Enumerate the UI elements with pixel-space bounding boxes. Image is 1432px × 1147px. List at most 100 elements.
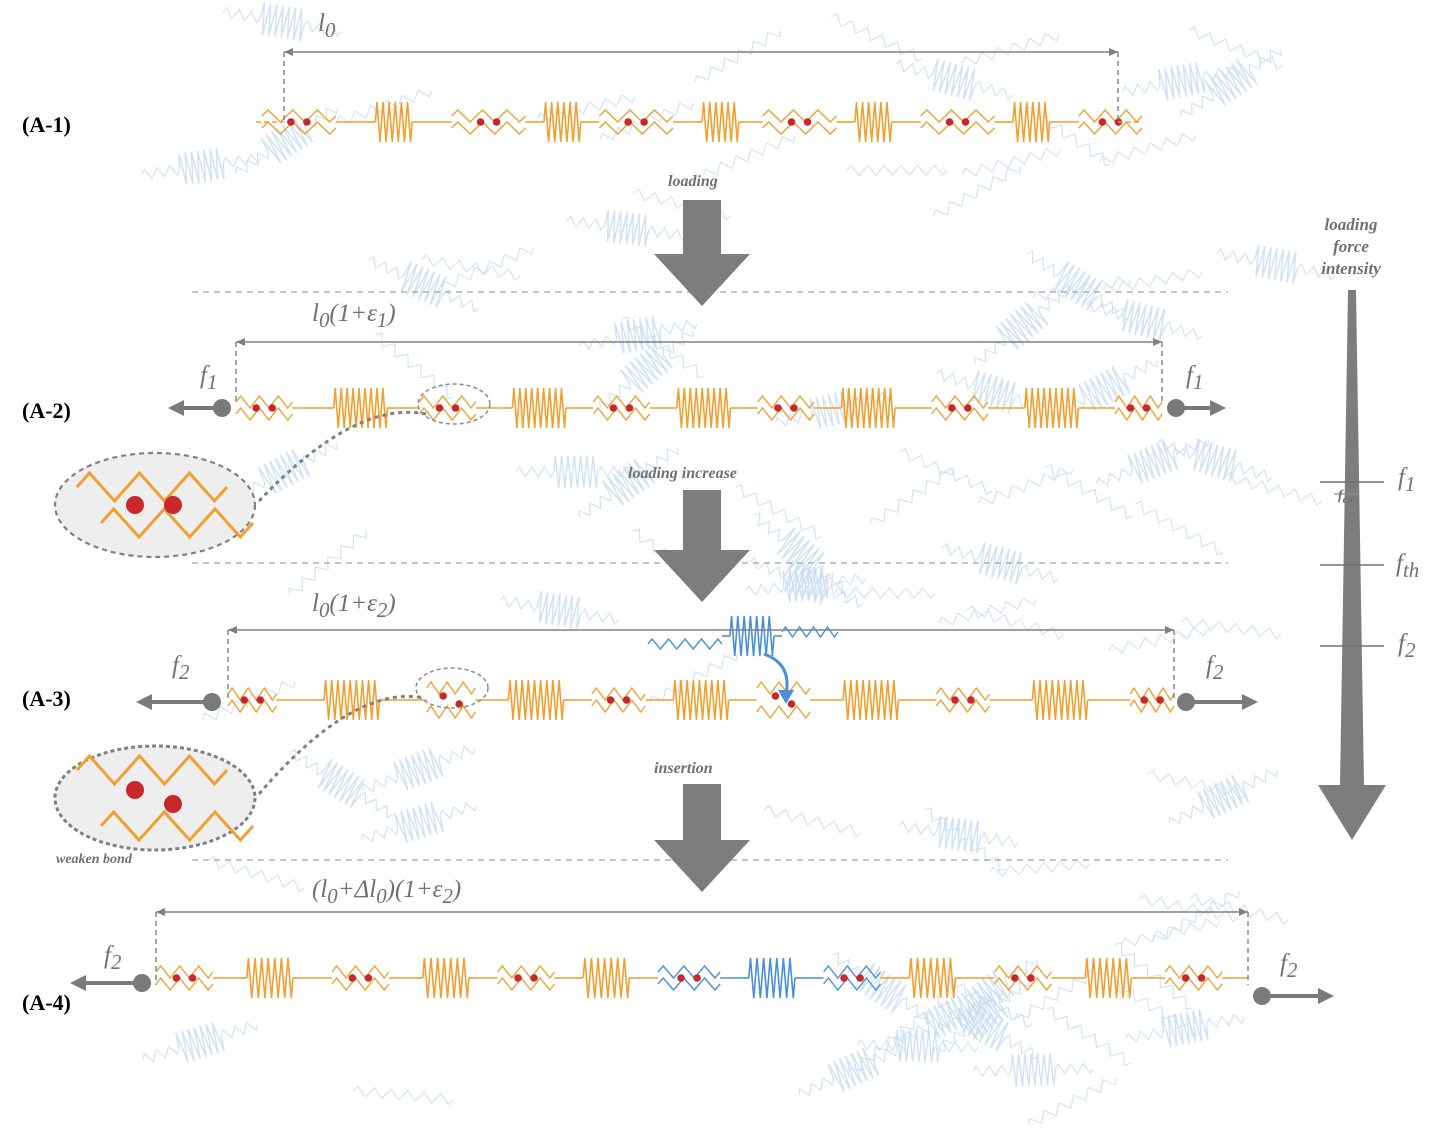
bond-bead xyxy=(348,974,357,982)
background-chain-fragment xyxy=(1098,132,1197,165)
bond-zigzag-bottom xyxy=(598,121,674,135)
background-zigzag xyxy=(1004,1034,1039,1061)
background-zigzag xyxy=(1206,1013,1245,1029)
background-chain-fragment xyxy=(352,1085,454,1106)
background-spring xyxy=(317,758,365,809)
background-zigzag xyxy=(649,653,739,703)
dimension-arrow-left xyxy=(236,338,245,346)
background-chain-fragment xyxy=(749,556,863,609)
bond-bead xyxy=(435,404,444,412)
spring-coil xyxy=(511,387,567,429)
bond-bead xyxy=(640,118,648,126)
background-chain-fragment xyxy=(1027,1078,1118,1125)
bond-bead xyxy=(364,974,373,982)
background-zigzag xyxy=(1096,294,1129,322)
background-chain-fragment xyxy=(989,858,1090,878)
background-zigzag xyxy=(1098,132,1197,165)
background-zigzag xyxy=(1180,94,1214,117)
bond-bead xyxy=(1181,974,1190,982)
background-spring xyxy=(619,345,674,393)
spring-coil xyxy=(701,101,740,143)
background-chain-fragment xyxy=(870,468,955,525)
callout-zigzag-bottom xyxy=(99,809,255,843)
background-spring xyxy=(257,448,311,495)
background-zigzag xyxy=(870,468,955,525)
background-zigzag xyxy=(893,1025,930,1045)
background-zigzag xyxy=(439,802,478,820)
bond-zigzag-top xyxy=(591,686,646,702)
bond-zigzag-top xyxy=(757,394,815,410)
background-spring xyxy=(1253,244,1299,284)
background-zigzag xyxy=(598,383,632,408)
bond-zigzag-top xyxy=(261,109,337,123)
background-chain-fragment xyxy=(1168,769,1278,825)
spring-coil xyxy=(1084,957,1133,999)
background-chain-fragment xyxy=(289,748,393,819)
background-spring xyxy=(175,1021,225,1063)
background-chain-fragment xyxy=(1046,1006,1131,1066)
bond-zigzag-top xyxy=(920,109,995,123)
bond-bead xyxy=(172,974,181,982)
bond-bead xyxy=(803,118,812,126)
background-zigzag xyxy=(438,745,476,764)
background-chain-fragment xyxy=(578,315,698,354)
background-chain-fragment xyxy=(899,447,993,496)
force-a3-right xyxy=(1177,693,1258,711)
bond-zigzag-top xyxy=(235,394,293,410)
callout-connector xyxy=(257,694,425,795)
background-spring xyxy=(260,116,314,164)
background-zigzag xyxy=(1248,49,1282,71)
background-chain-fragment xyxy=(421,254,521,282)
background-spring xyxy=(995,301,1049,350)
inserted-chain-a3 xyxy=(647,615,839,704)
background-chain-fragment xyxy=(1096,438,1210,487)
spring-coil xyxy=(323,679,381,721)
bond-bead xyxy=(514,974,522,982)
spring-coil xyxy=(908,957,957,999)
bond-zigzag-bottom xyxy=(426,704,476,720)
background-chain-fragment xyxy=(235,107,338,174)
background-zigzag xyxy=(848,1012,928,1075)
background-chain-fragment xyxy=(142,1021,259,1063)
background-zigzag xyxy=(978,467,1074,505)
force-a2-left xyxy=(168,399,231,417)
bond-bead xyxy=(303,118,311,126)
background-zigzag xyxy=(974,339,1007,364)
background-zigzag xyxy=(1102,268,1203,294)
background-chain-fragment xyxy=(1032,276,1132,302)
background-zigzag xyxy=(375,332,454,400)
bond-bead xyxy=(530,974,538,982)
bond-bead xyxy=(451,404,460,412)
background-zigzag xyxy=(936,368,974,390)
bond-bead xyxy=(1197,974,1206,982)
bond-bead xyxy=(268,404,277,412)
background-zigzag xyxy=(798,1077,835,1097)
force-arrow-head xyxy=(136,694,152,710)
background-zigzag xyxy=(1164,320,1202,341)
step-label-insertion: insertion xyxy=(654,760,713,777)
background-spring xyxy=(931,58,976,101)
bond-bead xyxy=(287,118,295,126)
background-chain-fragment xyxy=(1156,438,1273,483)
background-spring xyxy=(961,1003,1009,1052)
background-zigzag xyxy=(1121,918,1221,947)
background-spring xyxy=(971,370,1016,414)
background-zigzag xyxy=(967,988,1003,1009)
background-zigzag xyxy=(1181,616,1282,640)
background-zigzag xyxy=(1044,464,1133,520)
bond-zigzag-top xyxy=(931,394,989,410)
weaken-bond-label: weaken bond xyxy=(56,852,132,867)
background-zigzag xyxy=(1297,262,1336,281)
step-label-loading-increase: loading increase xyxy=(628,465,737,482)
force-label-a3-left: f2 xyxy=(172,652,190,684)
bond-bead xyxy=(606,696,615,704)
background-chain-fragment xyxy=(978,467,1074,505)
bond-bead xyxy=(774,404,782,412)
background-zigzag xyxy=(1027,1078,1118,1125)
spring-coil xyxy=(582,957,631,999)
background-zigzag xyxy=(901,996,934,1025)
background-chain-fragment xyxy=(1115,942,1193,1010)
background-chain-fragment xyxy=(735,483,823,540)
background-chain-fragment xyxy=(598,330,695,408)
